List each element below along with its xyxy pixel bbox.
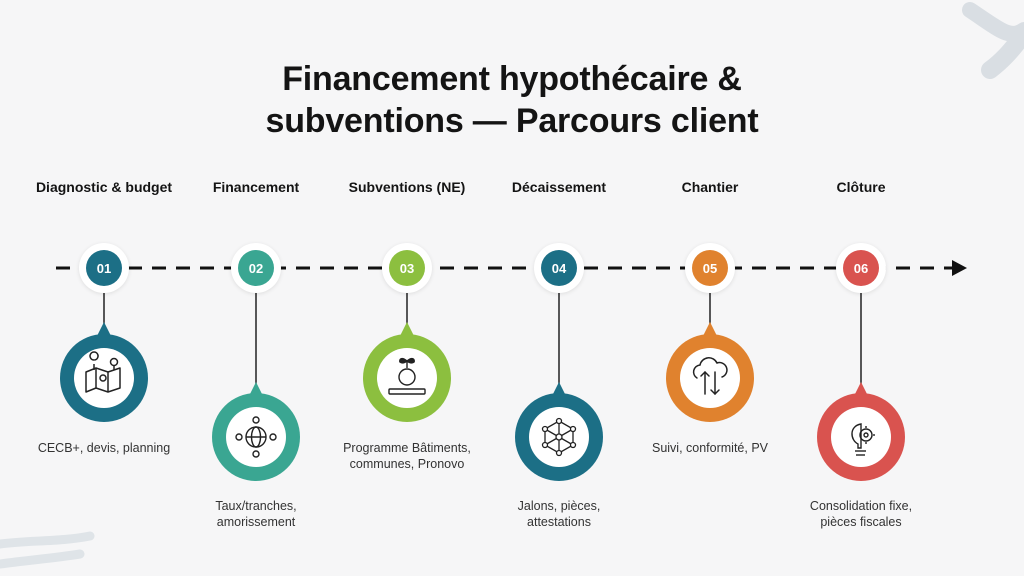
step-number-badge-5: 05 [685, 243, 735, 293]
badge-pointer-4 [552, 382, 566, 396]
coin-sprout-icon [388, 357, 426, 395]
step-number-badge-1: 01 [79, 243, 129, 293]
step-description-4: Jalons, pièces, attestations [459, 498, 659, 530]
page-title: Financement hypothécaire & subventions —… [0, 58, 1024, 142]
step-number-badge-4: 04 [534, 243, 584, 293]
map-pins-icon [85, 351, 121, 393]
step-number-6: 06 [843, 250, 879, 286]
decorative-stroke-top-right [962, 2, 1024, 79]
badge-pointer-6 [854, 382, 868, 396]
step-label-3: Subventions (NE) [348, 179, 466, 195]
badge-pointer-2 [249, 382, 263, 396]
cloud-sync-icon [692, 357, 728, 396]
step-description-6-line-2: pièces fiscales [820, 515, 902, 529]
step-description-2: Taux/tranches, amorissement [156, 498, 356, 530]
step-description-3-line-2: communes, Pronovo [349, 457, 465, 471]
title-line-2: subventions — Parcours client [265, 102, 759, 140]
step-description-1-line-1: CECB+, devis, planning [37, 441, 171, 455]
bulb-gear-icon [851, 423, 875, 456]
globe-network-icon [235, 416, 277, 458]
title-line-1: Financement hypothécaire & [282, 60, 742, 98]
step-description-4-line-1: Jalons, pièces, [517, 499, 601, 513]
network-nodes-icon [541, 417, 577, 457]
badge-inner-3 [377, 348, 437, 408]
step-description-6: Consolidation fixe, pièces fiscales [761, 498, 961, 530]
step-number-badge-3: 03 [382, 243, 432, 293]
step-description-1: CECB+, devis, planning [4, 440, 204, 456]
step-number-4: 04 [541, 250, 577, 286]
step-description-2-line-2: amorissement [216, 515, 296, 529]
badge-pointer-1 [97, 322, 111, 336]
badge-inner-1 [74, 348, 134, 408]
badge-inner-5 [680, 348, 740, 408]
decorative-stroke-bottom-left [0, 531, 95, 569]
badge-pointer-5 [703, 322, 717, 336]
step-description-3: Programme Bâtiments, communes, Pronovo [307, 440, 507, 472]
timeline-arrow-head [952, 260, 967, 276]
badge-pointer-3 [400, 322, 414, 336]
step-description-5-line-1: Suivi, conformité, PV [651, 441, 768, 455]
step-label-6: Clôture [836, 179, 886, 195]
step-description-6-line-1: Consolidation fixe, [809, 499, 913, 513]
step-number-1: 01 [86, 250, 122, 286]
step-label-4: Décaissement [511, 179, 607, 195]
step-description-2-line-1: Taux/tranches, [215, 499, 297, 513]
step-label-5: Chantier [681, 179, 739, 195]
step-description-3-line-1: Programme Bâtiments, [343, 441, 471, 455]
step-number-badge-2: 02 [231, 243, 281, 293]
step-number-2: 02 [238, 250, 274, 286]
step-description-4-line-2: attestations [527, 515, 591, 529]
step-number-3: 03 [389, 250, 425, 286]
step-number-badge-6: 06 [836, 243, 886, 293]
step-number-5: 05 [692, 250, 728, 286]
step-label-2: Financement [212, 179, 300, 195]
step-description-5: Suivi, conformité, PV [610, 440, 810, 456]
step-label-1: Diagnostic & budget [35, 179, 173, 195]
